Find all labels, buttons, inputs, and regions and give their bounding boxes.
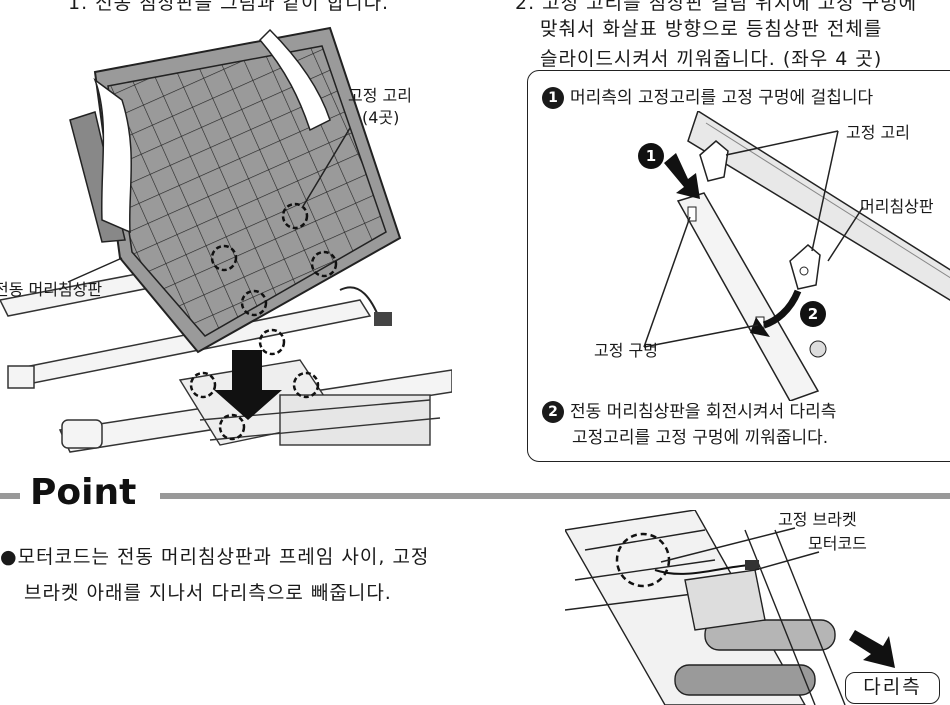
step2-instruction-line3: 슬라이드시켜서 끼워줍니다. (좌우 4 곳) [540,48,883,70]
step2-text-line1: 전동 머리침상판을 회전시켜서 다리측 [570,402,837,422]
point-text-line2: 브라켓 아래를 지나서 다리측으로 빼줍니다. [24,582,392,604]
head-board-label: 전동 머리침상판 [0,280,103,299]
step2-instruction-line2: 맞춰서 화살표 방향으로 등침상판 전체를 [540,18,883,40]
point-divider [0,493,950,499]
point-title: Point [30,472,137,513]
point-title-backdrop [20,476,160,518]
step2-badge: 2 [542,401,564,423]
panel-board-label: 머리침상판 [860,197,934,216]
step2-text-line2: 고정고리를 고정 구멍에 끼워줍니다. [572,428,829,448]
panel-hook-label: 고정 고리 [846,123,910,142]
step1-instruction: 1. 전동 침상판을 그림과 같이 합니다. [68,0,390,14]
hole-label: 고정 구멍 [594,341,658,360]
motor-cord-illustration [565,510,895,705]
hook-count-label: (4곳) [362,108,400,127]
hook-detail-illustration [643,111,950,401]
motor-cord-label: 모터코드 [808,534,867,553]
hook-label: 고정 고리 [348,86,412,105]
step2-instruction-line1: 2. 고정 고리를 침상판 걸림 위치에 고정 구멍에 [515,0,918,14]
step1-text: 머리측의 고정고리를 고정 구멍에 걸칩니다 [570,88,874,108]
foot-side-label: 다리측 [845,672,940,704]
marker-2: 2 [800,301,826,327]
panel-step1: 1 머리측의 고정고리를 고정 구멍에 걸칩니다 [542,83,873,109]
panel-step2-line1: 2 전동 머리침상판을 회전시켜서 다리측 [542,397,836,423]
headboard-install-illustration [0,26,452,453]
marker-1: 1 [638,143,664,169]
step1-badge: 1 [542,87,564,109]
point-text-line1: ●모터코드는 전동 머리침상판과 프레임 사이, 고정 [0,546,430,568]
bracket-label: 고정 브라켓 [778,510,857,529]
